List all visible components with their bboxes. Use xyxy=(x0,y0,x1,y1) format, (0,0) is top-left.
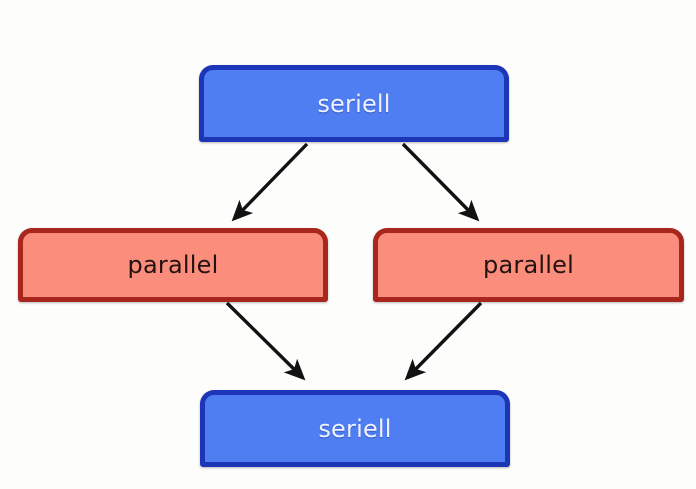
node-serial-bottom-label: seriell xyxy=(318,414,392,443)
node-parallel-left-label: parallel xyxy=(127,251,219,279)
edge-parallel-left-to-bottom xyxy=(225,301,306,381)
edge-top-to-parallel-right xyxy=(401,142,480,222)
node-parallel-right-label: parallel xyxy=(483,251,574,279)
edge-top-to-parallel-left xyxy=(231,142,309,222)
node-serial-top-label: seriell xyxy=(317,89,391,118)
node-parallel-right[interactable]: parallel xyxy=(373,228,684,302)
edge-parallel-right-to-bottom xyxy=(404,301,483,381)
node-serial-top[interactable]: seriell xyxy=(199,65,509,142)
node-parallel-left[interactable]: parallel xyxy=(18,228,328,302)
node-serial-bottom[interactable]: seriell xyxy=(200,390,510,467)
